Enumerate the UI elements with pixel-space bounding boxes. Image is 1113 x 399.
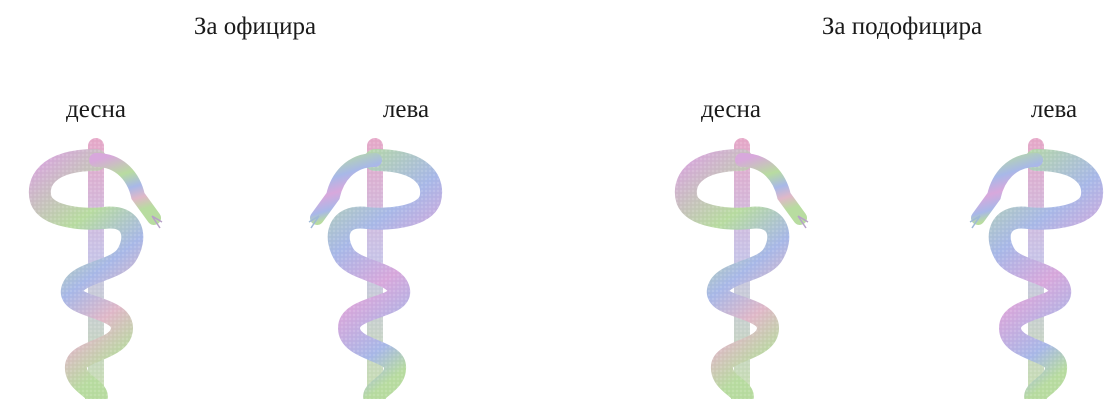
officer-right-label: десна xyxy=(66,97,126,122)
nco-left-emblem-icon xyxy=(966,138,1106,399)
officer-right-emblem-icon xyxy=(26,138,166,399)
nco-section-title: За подофицира xyxy=(822,14,982,39)
nco-left-label: лева xyxy=(1031,97,1077,122)
officer-left-emblem-icon xyxy=(305,138,445,399)
nco-right-label: десна xyxy=(701,97,761,122)
officer-left-label: лева xyxy=(383,97,429,122)
officer-section-title: За официра xyxy=(194,14,316,39)
nco-right-emblem-icon xyxy=(672,138,812,399)
